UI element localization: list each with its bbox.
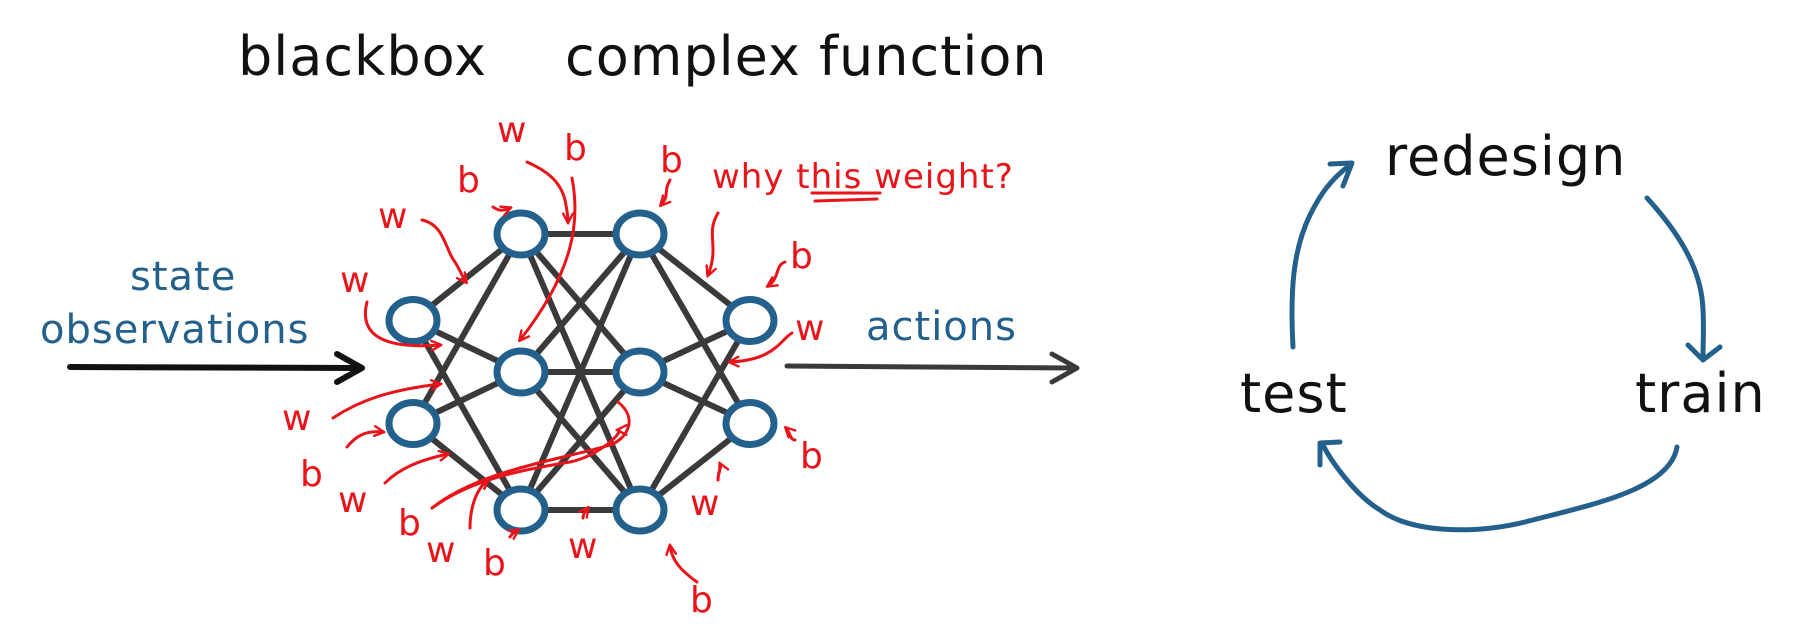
neuron-node-hidden-2-1 <box>612 347 668 397</box>
bias-label: b <box>800 436 823 477</box>
weight-label: w <box>378 196 407 237</box>
input-arrow <box>67 351 365 385</box>
neuron-node-output-1 <box>722 399 778 448</box>
neuron-node-input-0 <box>385 296 441 345</box>
arrow-test-to-redesign <box>1289 160 1355 350</box>
input-section: state observations <box>40 254 365 385</box>
title-complex-function: complex function <box>565 25 1048 88</box>
bias-label: b <box>790 236 813 277</box>
title-blackbox: blackbox <box>238 25 487 88</box>
question-suffix: weight? <box>862 157 1014 197</box>
neuron-node-input-1 <box>385 399 441 448</box>
bias-label: b <box>483 543 506 584</box>
weight-label: w <box>282 398 311 439</box>
cycle-step-test: test <box>1240 362 1348 425</box>
bias-label: b <box>300 454 323 495</box>
arrow-train-to-test <box>1317 439 1680 533</box>
network-edge <box>410 231 524 427</box>
weight-label: w <box>568 526 597 567</box>
annotation-labels: w w w b w b w b w b w b w b b w b b <box>282 110 824 621</box>
neuron-node-hidden-2-0 <box>612 209 668 259</box>
neuron-node-hidden-2-2 <box>612 485 668 535</box>
cycle-step-train: train <box>1635 362 1766 425</box>
bias-label: b <box>398 503 421 544</box>
weight-label: w <box>497 110 526 151</box>
bias-label: b <box>690 580 713 621</box>
question-prefix: why <box>712 157 796 197</box>
weight-label: w <box>426 530 455 571</box>
annotation-arrows <box>331 160 795 584</box>
network-nodes <box>385 209 778 535</box>
question-text: why this weight? <box>712 157 1014 197</box>
neuron-node-hidden-1-1 <box>493 347 549 397</box>
output-section: actions <box>784 304 1080 385</box>
arrow-redesign-to-train <box>1644 195 1723 363</box>
network-edge <box>410 317 524 513</box>
neuron-node-output-0 <box>722 296 778 345</box>
cycle-step-redesign: redesign <box>1385 125 1626 188</box>
output-label-actions: actions <box>866 304 1017 350</box>
network-edge <box>518 369 643 513</box>
network-edge <box>637 231 753 427</box>
bias-label: b <box>564 128 587 169</box>
weight-label: w <box>338 480 367 521</box>
bias-label: b <box>660 140 683 181</box>
title: blackbox complex function <box>238 25 1048 88</box>
output-arrow <box>784 351 1080 385</box>
network-edge <box>518 231 643 375</box>
weight-label: w <box>795 308 824 349</box>
neuron-node-hidden-1-0 <box>493 209 549 259</box>
weight-label: w <box>690 483 719 524</box>
weight-question: why this weight? <box>712 157 1014 203</box>
bias-label: b <box>457 160 480 201</box>
input-label-state: state <box>130 254 236 300</box>
network-edge <box>637 317 753 513</box>
emphasis-underline-2 <box>813 197 879 203</box>
input-label-observations: observations <box>40 307 309 353</box>
weight-label: w <box>340 260 369 301</box>
question-emphasis: this <box>796 157 862 197</box>
iteration-cycle: redesign train test <box>1240 125 1766 533</box>
neuron-node-hidden-1-2 <box>493 485 549 535</box>
